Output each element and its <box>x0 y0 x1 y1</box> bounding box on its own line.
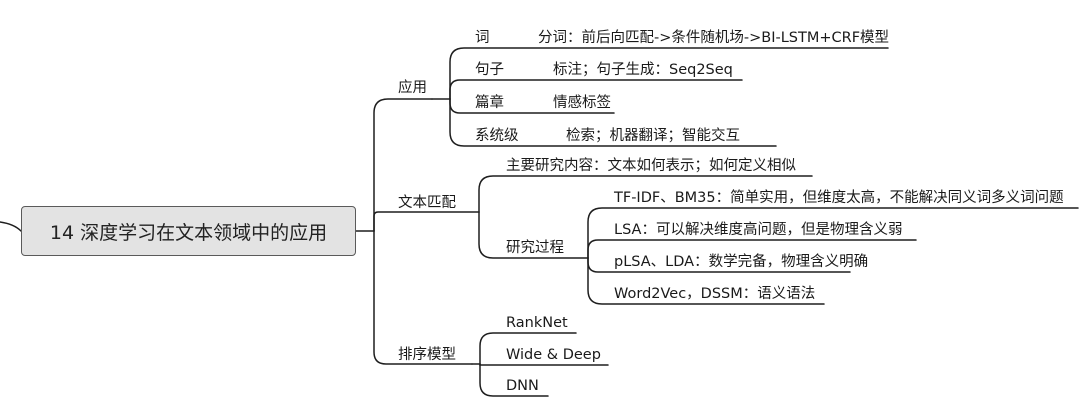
topic-ranking-model[interactable]: 排序模型 <box>398 347 456 363</box>
rank-item-wide-deep[interactable]: Wide & Deep <box>506 347 601 363</box>
match-main-content[interactable]: 主要研究内容：文本如何表示；如何定义相似 <box>506 158 796 174</box>
research-item-tfidf[interactable]: TF-IDF、BM35：简单实用，但维度太高，不能解决同义词多义词问题 <box>614 190 1064 206</box>
app-item-system-detail[interactable]: 检索；机器翻译；智能交互 <box>566 128 740 144</box>
app-item-sentence[interactable]: 句子 <box>475 62 504 78</box>
app-item-system[interactable]: 系统级 <box>475 128 519 144</box>
topic-application[interactable]: 应用 <box>398 80 427 96</box>
match-research-process[interactable]: 研究过程 <box>506 240 564 256</box>
app-item-chapter-detail[interactable]: 情感标签 <box>553 95 611 111</box>
rank-item-ranknet[interactable]: RankNet <box>506 315 568 331</box>
research-item-word2vec[interactable]: Word2Vec，DSSM：语义语法 <box>614 286 816 302</box>
app-item-chapter[interactable]: 篇章 <box>475 95 504 111</box>
app-item-word-detail[interactable]: 分词：前后向匹配->条件随机场->BI-LSTM+CRF模型 <box>538 30 890 46</box>
app-item-word[interactable]: 词 <box>475 30 490 46</box>
root-topic[interactable]: 14 深度学习在文本领域中的应用 <box>21 206 356 256</box>
app-item-sentence-detail[interactable]: 标注；句子生成：Seq2Seq <box>553 62 733 78</box>
rank-item-dnn[interactable]: DNN <box>506 378 539 394</box>
research-item-lsa[interactable]: LSA：可以解决维度高问题，但是物理含义弱 <box>614 222 903 238</box>
topic-text-matching[interactable]: 文本匹配 <box>398 195 456 211</box>
research-item-plsa-lda[interactable]: pLSA、LDA：数学完备，物理含义明确 <box>614 254 869 270</box>
